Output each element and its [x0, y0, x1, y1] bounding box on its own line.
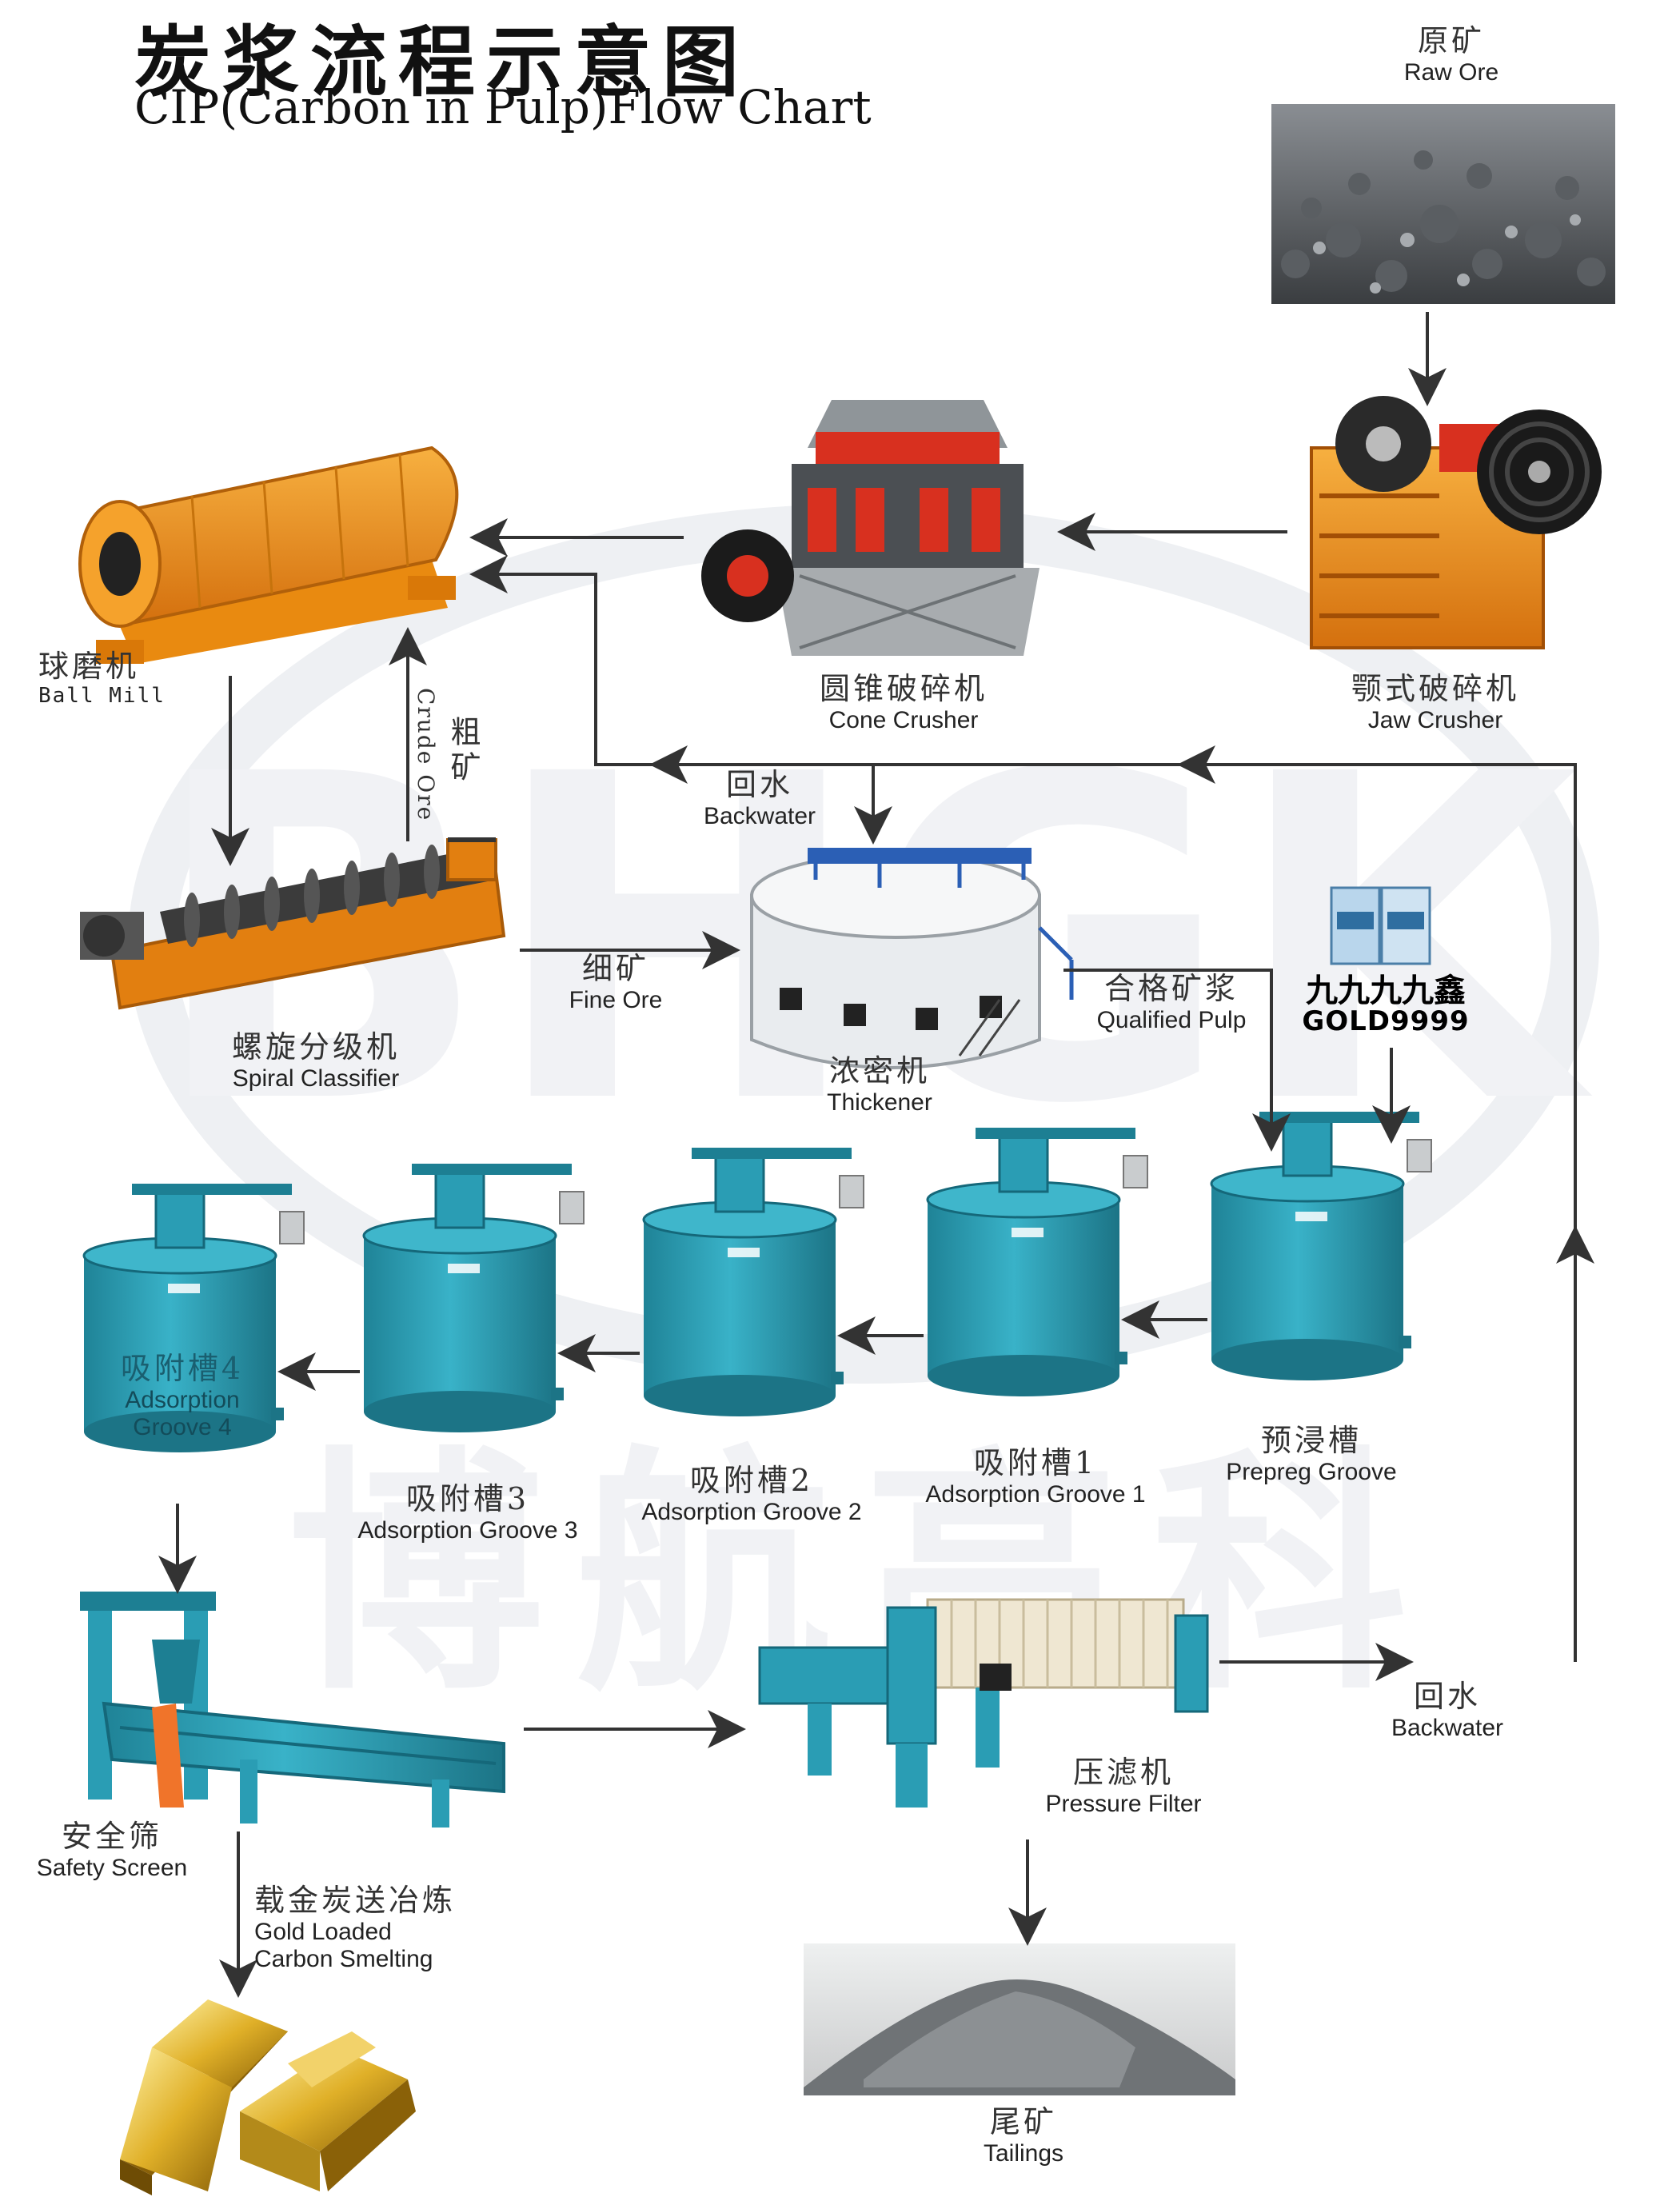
ball-mill-image: [78, 445, 459, 664]
adsorption-2-zh: 吸附槽2: [689, 1463, 814, 1498]
label-prepreg-groove: 预浸槽 Prepreg Groove: [1199, 1423, 1423, 1486]
ball-mill-en: Ball Mill: [38, 683, 166, 708]
label-adsorption-1: 吸附槽1 Adsorption Groove 1: [900, 1445, 1171, 1508]
spiral-classifier-image: [80, 837, 506, 1010]
crude-ore-en: Crude Ore: [413, 688, 439, 822]
adsorption-1-en: Adsorption Groove 1: [925, 1480, 1146, 1508]
thickener-zh: 浓密机: [828, 1053, 930, 1089]
backwater-top-en: Backwater: [703, 802, 816, 829]
safety-screen-image: [80, 1592, 505, 1828]
label-spiral-classifier: 螺旋分级机 Spiral Classifier: [204, 1029, 428, 1093]
safety-screen-zh: 安全筛: [61, 1819, 162, 1854]
backwater-right-en: Backwater: [1391, 1714, 1504, 1741]
adsorption-3-en: Adsorption Groove 3: [357, 1516, 578, 1544]
raw-ore-zh: 原矿: [1417, 23, 1485, 58]
qualified-pulp-en: Qualified Pulp: [1096, 1006, 1247, 1033]
safety-screen-en: Safety Screen: [36, 1854, 188, 1881]
reagent-en: GOLD9999: [1302, 1005, 1470, 1037]
jaw-crusher-en: Jaw Crusher: [1367, 706, 1503, 733]
flow-arrows: [158, 312, 1594, 1998]
label-raw-ore: 原矿 Raw Ore: [1403, 23, 1499, 86]
prepreg-groove-zh: 预浸槽: [1260, 1423, 1362, 1458]
crude-ore-zh: 粗矿: [445, 716, 481, 786]
adsorption-1-tank: [926, 1128, 1148, 1396]
adsorption-2-en: Adsorption Groove 2: [641, 1498, 862, 1525]
reagent-bags-image: [1330, 886, 1431, 965]
label-thickener: 浓密机 Thickener: [800, 1053, 960, 1116]
fine-ore-zh: 细矿: [581, 951, 649, 986]
adsorption-4-en2: Groove 4: [133, 1414, 232, 1441]
raw-ore-en: Raw Ore: [1403, 58, 1499, 86]
prepreg-groove-en: Prepreg Groove: [1226, 1458, 1397, 1485]
spiral-classifier-zh: 螺旋分级机: [231, 1029, 400, 1065]
jaw-crusher-zh: 颚式破碎机: [1351, 671, 1519, 706]
ball-mill-zh: 球磨机: [38, 649, 140, 684]
label-tailings: 尾矿 Tailings: [952, 2104, 1095, 2167]
gold-bars-image: [120, 1999, 416, 2195]
pressure-filter-zh: 压滤机: [1072, 1755, 1174, 1790]
prepreg-groove-tank: [1210, 1112, 1432, 1380]
gold-loaded-zh: 载金炭送冶炼: [254, 1883, 457, 1918]
arrow-backwater-loop-to-ball-mill: [469, 555, 1577, 1662]
gold-loaded-en2: Carbon Smelting: [254, 1946, 433, 1973]
cone-crusher-en: Cone Crusher: [828, 706, 979, 733]
label-safety-screen: 安全筛 Safety Screen: [24, 1819, 200, 1882]
label-pressure-filter: 压滤机 Pressure Filter: [1012, 1755, 1235, 1818]
gold-loaded-en: Gold Loaded: [254, 1918, 392, 1945]
backwater-right-zh: 回水: [1413, 1679, 1481, 1714]
adsorption-4-tank: [82, 1184, 305, 1452]
tailings-en: Tailings: [983, 2139, 1064, 2167]
label-adsorption-3: 吸附槽3 Adsorption Groove 3: [332, 1481, 604, 1544]
backwater-top-zh: 回水: [725, 767, 793, 802]
adsorption-2-tank: [642, 1148, 864, 1416]
adsorption-1-zh: 吸附槽1: [973, 1445, 1098, 1480]
tanks-group: [82, 1112, 1432, 1452]
thickener-en: Thickener: [827, 1089, 932, 1116]
label-adsorption-2: 吸附槽2 Adsorption Groove 2: [616, 1463, 888, 1526]
label-fine-ore: 细矿 Fine Ore: [552, 951, 680, 1014]
reagent-zh: 九九九九鑫: [1306, 973, 1466, 1009]
thickener-image: [750, 848, 1074, 1069]
adsorption-3-zh: 吸附槽3: [405, 1481, 530, 1516]
raw-ore-image: [1271, 104, 1615, 304]
label-backwater-top: 回水 Backwater: [688, 767, 832, 830]
adsorption-4-en: Adsorption: [125, 1386, 240, 1413]
spiral-classifier-en: Spiral Classifier: [232, 1065, 400, 1092]
label-backwater-right: 回水 Backwater: [1375, 1679, 1519, 1742]
cone-crusher-zh: 圆锥破碎机: [819, 671, 988, 706]
label-adsorption-4: 吸附槽4 Adsorption Groove 4: [94, 1351, 270, 1442]
page-title: 炭浆流程示意图: [134, 17, 750, 107]
label-jaw-crusher: 颚式破碎机 Jaw Crusher: [1323, 671, 1547, 734]
qualified-pulp-zh: 合格矿浆: [1103, 971, 1239, 1006]
page-subtitle: CIP(Carbon in Pulp)Flow Chart: [134, 80, 872, 134]
label-cone-crusher: 圆锥破碎机 Cone Crusher: [792, 671, 1016, 734]
cone-crusher-image: [701, 400, 1040, 656]
fine-ore-en: Fine Ore: [569, 986, 663, 1013]
pressure-filter-en: Pressure Filter: [1045, 1790, 1202, 1817]
pressure-filter-image: [758, 1598, 1209, 1808]
label-gold-loaded: 载金炭送冶炼 Gold Loaded Carbon Smelting: [254, 1883, 456, 1974]
jaw-crusher-image: [1310, 396, 1602, 649]
label-qualified-pulp: 合格矿浆 Qualified Pulp: [1079, 971, 1263, 1034]
adsorption-4-zh: 吸附槽4: [120, 1351, 245, 1386]
tailings-zh: 尾矿: [989, 2104, 1057, 2139]
label-ball-mill: 球磨机 Ball Mill: [38, 649, 166, 709]
arrow-thickener-to-prepreg: [1063, 969, 1291, 1152]
label-reagent: 九九九九鑫 GOLD9999: [1294, 974, 1478, 1037]
tailings-image: [804, 1943, 1235, 2095]
adsorption-3-tank: [362, 1164, 585, 1432]
